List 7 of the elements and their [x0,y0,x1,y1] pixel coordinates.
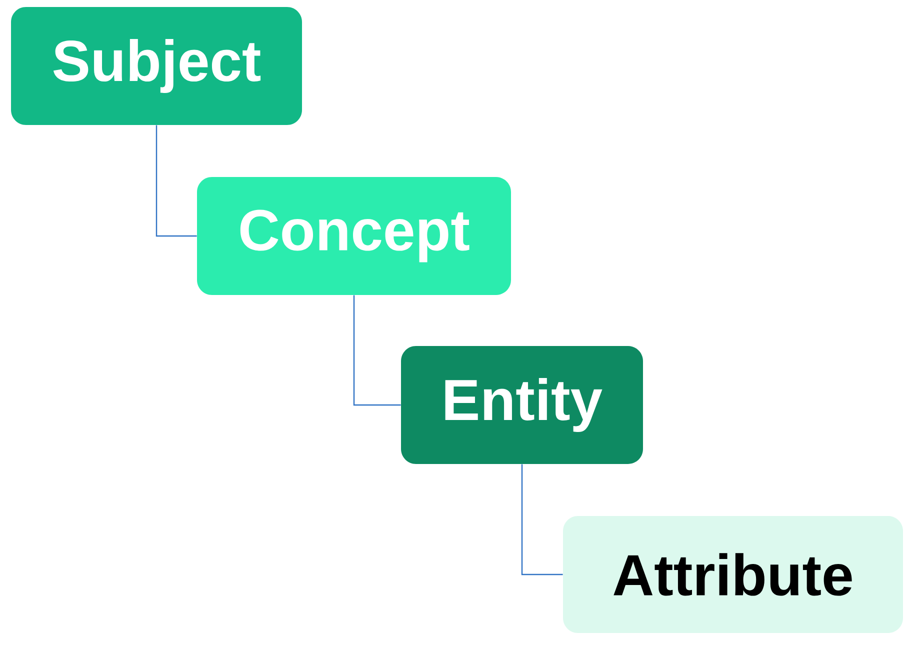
connector-line [353,295,401,406]
level-box: Attribute [563,516,903,633]
connector-line [156,125,197,237]
level-box: Entity [401,346,643,464]
level-box: Subject [11,7,302,125]
connector-line [521,464,563,576]
level-box: Concept [197,177,511,295]
